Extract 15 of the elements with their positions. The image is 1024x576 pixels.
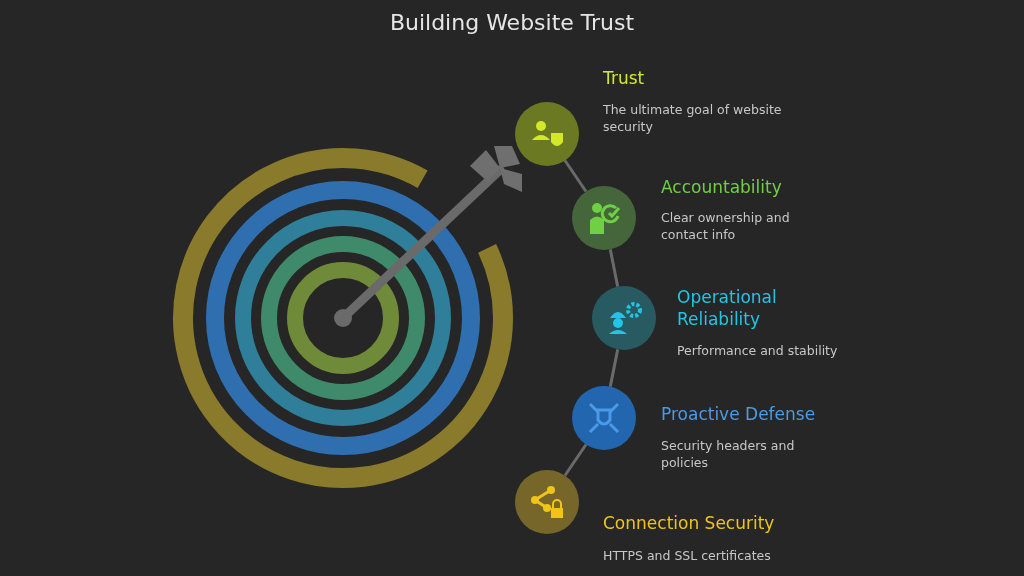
heading: Proactive Defense: [661, 404, 816, 424]
connector-line: [563, 159, 588, 193]
description: Security headers and policies: [661, 437, 796, 471]
connector-line: [563, 443, 588, 477]
heading: Trust: [603, 68, 645, 88]
description: Performance and stability: [677, 342, 839, 359]
title: Building Website Trust: [388, 10, 636, 35]
description: The ultimate goal of website security: [603, 101, 783, 135]
connector-line: [608, 349, 620, 387]
connector-line: [608, 249, 620, 287]
heading: Operational Reliability: [677, 286, 778, 330]
heading: Accountability: [661, 177, 782, 197]
heading: Connection Security: [603, 513, 775, 533]
description: Clear ownership and contact info: [661, 209, 791, 243]
description: HTTPS and SSL certificates: [603, 547, 772, 564]
